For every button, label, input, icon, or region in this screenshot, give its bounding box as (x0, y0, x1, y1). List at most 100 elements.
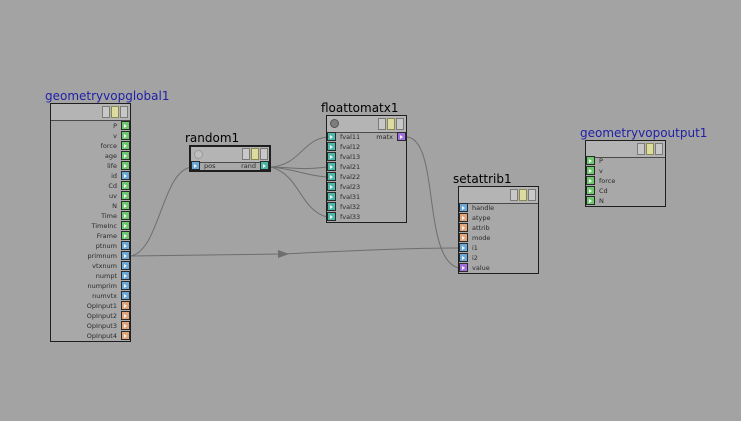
bypass-flag[interactable] (378, 118, 386, 130)
output-port[interactable]: ptnum (52, 241, 130, 251)
input-port[interactable]: handle (459, 203, 537, 213)
port-connector-icon[interactable] (586, 196, 595, 205)
input-port[interactable]: fval33 (327, 212, 405, 222)
input-port[interactable]: fval12 (327, 142, 405, 152)
port-connector-icon[interactable] (121, 151, 130, 160)
port-connector-icon[interactable] (586, 176, 595, 185)
output-port[interactable]: N (52, 201, 130, 211)
input-port[interactable]: force (586, 176, 664, 186)
output-port[interactable]: v (52, 131, 130, 141)
node-header[interactable] (459, 187, 538, 204)
display-flag[interactable] (251, 148, 259, 160)
output-port[interactable]: id (52, 171, 130, 181)
port-connector-icon[interactable] (121, 281, 130, 290)
output-port[interactable]: Cd (52, 181, 130, 191)
port-connector-icon[interactable] (121, 331, 130, 340)
template-flag[interactable] (260, 148, 268, 160)
port-connector-icon[interactable] (121, 221, 130, 230)
output-port[interactable]: OpInput2 (52, 311, 130, 321)
display-flag[interactable] (387, 118, 395, 130)
input-port[interactable]: fval23 (327, 182, 405, 192)
output-port[interactable]: numpt (52, 271, 130, 281)
input-port[interactable]: i2 (459, 253, 537, 263)
output-port[interactable]: matx (328, 132, 406, 142)
output-port[interactable]: rand (191, 161, 269, 171)
output-port[interactable]: life (52, 161, 130, 171)
output-port[interactable]: P (52, 121, 130, 131)
port-connector-icon[interactable] (260, 161, 269, 170)
input-port[interactable]: fval22 (327, 172, 405, 182)
input-port[interactable]: Cd (586, 186, 664, 196)
output-port[interactable]: TimeInc (52, 221, 130, 231)
node-header[interactable] (327, 116, 406, 133)
port-connector-icon[interactable] (459, 233, 468, 242)
node-title-floattomatx1[interactable]: floattomatx1 (321, 101, 399, 115)
input-port[interactable]: value (459, 263, 537, 273)
port-connector-icon[interactable] (327, 152, 336, 161)
port-connector-icon[interactable] (121, 171, 130, 180)
port-connector-icon[interactable] (327, 182, 336, 191)
node-header[interactable] (191, 147, 269, 163)
display-flag[interactable] (111, 106, 119, 118)
template-flag[interactable] (655, 143, 663, 155)
port-connector-icon[interactable] (121, 311, 130, 320)
bypass-flag[interactable] (242, 148, 250, 160)
output-port[interactable]: OpInput1 (52, 301, 130, 311)
port-connector-icon[interactable] (121, 261, 130, 270)
input-port[interactable]: v (586, 166, 664, 176)
output-port[interactable]: numvtx (52, 291, 130, 301)
port-connector-icon[interactable] (459, 213, 468, 222)
port-connector-icon[interactable] (586, 166, 595, 175)
input-port[interactable]: pos (191, 161, 269, 171)
input-port[interactable]: i1 (459, 243, 537, 253)
output-port[interactable]: uv (52, 191, 130, 201)
input-port[interactable]: fval21 (327, 162, 405, 172)
template-flag[interactable] (528, 189, 536, 201)
bypass-flag[interactable] (510, 189, 518, 201)
port-connector-icon[interactable] (327, 192, 336, 201)
node-title-geometryvopglobal1[interactable]: geometryvopglobal1 (45, 89, 170, 103)
output-port[interactable]: age (52, 151, 130, 161)
input-port[interactable]: N (586, 196, 664, 206)
node-header[interactable] (51, 104, 130, 121)
port-connector-icon[interactable] (397, 132, 406, 141)
port-connector-icon[interactable] (121, 141, 130, 150)
node-title-geometryvopoutput1[interactable]: geometryvopoutput1 (580, 126, 708, 140)
output-port[interactable]: OpInput3 (52, 321, 130, 331)
port-connector-icon[interactable] (121, 231, 130, 240)
input-port[interactable]: fval11 (327, 132, 405, 142)
port-connector-icon[interactable] (121, 161, 130, 170)
display-flag[interactable] (519, 189, 527, 201)
node-header[interactable] (586, 141, 665, 158)
template-flag[interactable] (396, 118, 404, 130)
port-connector-icon[interactable] (586, 156, 595, 165)
port-connector-icon[interactable] (121, 201, 130, 210)
port-connector-icon[interactable] (121, 131, 130, 140)
input-port[interactable]: fval31 (327, 192, 405, 202)
input-port[interactable]: fval13 (327, 152, 405, 162)
node-title-setattrib1[interactable]: setattrib1 (453, 172, 512, 186)
input-port[interactable]: P (586, 156, 664, 166)
port-connector-icon[interactable] (121, 271, 130, 280)
port-connector-icon[interactable] (121, 191, 130, 200)
port-connector-icon[interactable] (459, 253, 468, 262)
port-connector-icon[interactable] (121, 291, 130, 300)
bypass-flag[interactable] (637, 143, 645, 155)
input-port[interactable]: mode (459, 233, 537, 243)
port-connector-icon[interactable] (327, 132, 336, 141)
input-port[interactable]: attrib (459, 223, 537, 233)
port-connector-icon[interactable] (191, 161, 200, 170)
output-port[interactable]: primnum (52, 251, 130, 261)
port-connector-icon[interactable] (459, 263, 468, 272)
port-connector-icon[interactable] (121, 251, 130, 260)
input-port[interactable]: atype (459, 213, 537, 223)
port-connector-icon[interactable] (586, 186, 595, 195)
output-port[interactable]: Time (52, 211, 130, 221)
port-connector-icon[interactable] (459, 243, 468, 252)
port-connector-icon[interactable] (327, 142, 336, 151)
port-connector-icon[interactable] (327, 162, 336, 171)
